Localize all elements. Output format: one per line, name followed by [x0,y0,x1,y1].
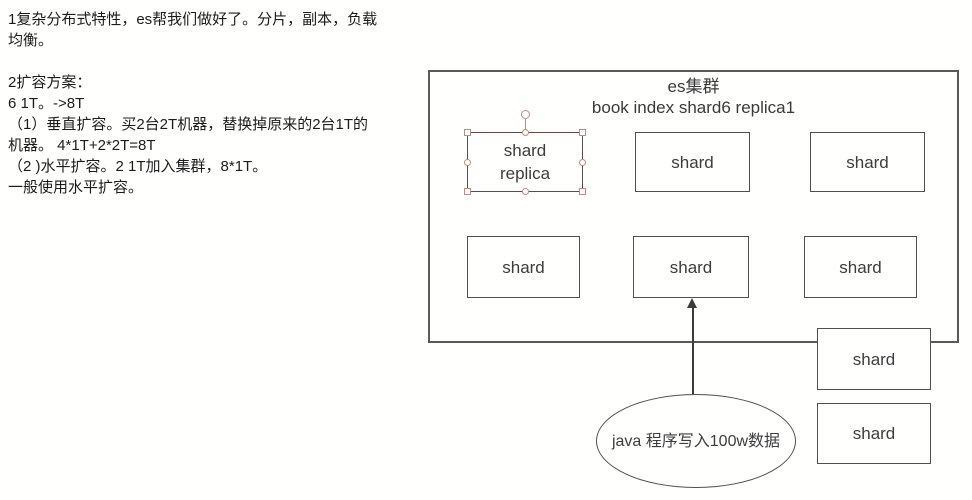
rotate-handle[interactable] [520,110,530,119]
notes-line: 一般使用水平扩容。 [8,179,144,196]
resize-handle-n[interactable] [521,129,529,136]
shard-replica-label: shard replica [499,141,551,183]
notes-text: 1复杂分布式特性，es帮我们做好了。分片，副本，负载 均衡。 2扩容方案： 6 … [8,9,432,198]
shard-box-bottom-left[interactable]: shard [467,236,580,298]
shard-label: shard [671,152,714,172]
notes-line: 均衡。 [8,32,54,49]
cluster-title-line1: es集群 [667,77,720,96]
notes-line: 机器。 4*1T+2*2T=8T [8,137,156,154]
shard-box-bottom-right[interactable]: shard [804,236,917,298]
notes-line: （2 )水平扩容。2 1T加入集群，8*1T。 [8,158,268,175]
shard-box-top-right[interactable]: shard [810,132,925,192]
resize-handle-se[interactable] [579,188,586,195]
resize-handle-sw[interactable] [464,188,471,195]
arrow-head-icon [687,298,697,308]
arrow-line [692,307,694,394]
shard-label: shard [846,152,889,172]
shard-label: shard [852,424,896,443]
java-writer-ellipse[interactable]: java 程序写入100w数据 [596,394,796,488]
shard-label: shard [502,257,545,277]
cluster-title: es集群 book index shard6 replica1 [430,76,957,118]
notes-line: 6 1T。->8T [8,95,85,112]
notes-line [8,51,432,72]
es-cluster-container[interactable]: es集群 book index shard6 replica1 [428,70,959,343]
shard-label: shard [839,257,882,277]
java-writer-label: java 程序写入100w数据 [611,432,781,450]
notes-line: 1复杂分布式特性，es帮我们做好了。分片，副本，负载 [8,11,378,28]
resize-handle-s[interactable] [521,188,529,195]
shard-box-bottom-middle[interactable]: shard [633,236,749,298]
cluster-title-line2: book index shard6 replica1 [591,98,796,117]
resize-handle-nw[interactable] [464,129,471,136]
shard-replica-box[interactable]: shard replica [464,110,586,195]
notes-line: 2扩容方案： [8,74,92,91]
resize-handle-e[interactable] [579,158,586,166]
external-shard-box-bottom[interactable]: shard [817,403,931,464]
resize-handle-w[interactable] [464,158,471,166]
rotate-handle-stem [525,119,526,130]
resize-handle-ne[interactable] [579,129,586,136]
shard-label: shard [669,257,713,277]
shard-box-top-middle[interactable]: shard [635,132,750,192]
shard-label: shard [852,349,896,369]
notes-line: （1）垂直扩容。买2台2T机器，替换掉原来的2台1T的 [8,116,369,133]
external-shard-box-top[interactable]: shard [817,328,931,390]
